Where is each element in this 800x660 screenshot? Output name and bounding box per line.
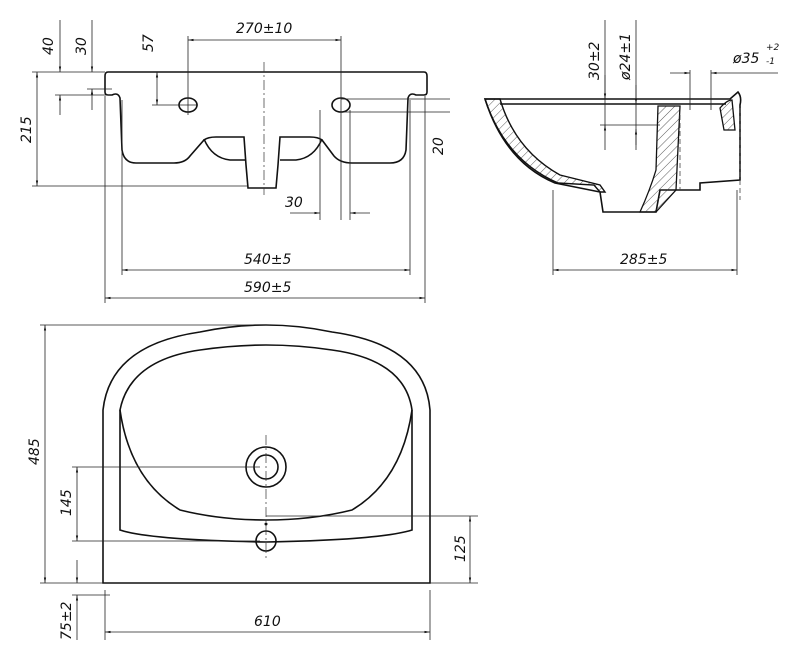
dim-30-2: 30±2 <box>587 41 603 80</box>
dim-inner-width: 540±5 <box>244 252 291 268</box>
dim-d24: ø24±1 <box>618 33 634 81</box>
front-view: 270±10 40 30 57 215 20 30 540±5 590±5 <box>19 20 450 303</box>
dim-hole-57: 57 <box>141 34 157 52</box>
dim-length: 485 <box>27 438 43 465</box>
dim-d35-tol-upper: +2 <box>766 43 780 53</box>
dim-145: 145 <box>59 489 75 516</box>
dim-d35: ø35 <box>732 51 759 67</box>
side-section-view: 30±2 ø24±1 ø35 +2 -1 285±5 <box>483 20 780 275</box>
dim-hole-spacing: 270±10 <box>236 21 292 37</box>
dim-125: 125 <box>453 535 469 562</box>
dim-d35-tol-lower: -1 <box>766 57 775 67</box>
dim-75: 75±2 <box>59 601 75 640</box>
dim-depth: 285±5 <box>620 252 667 268</box>
dim-width: 610 <box>254 614 281 630</box>
dim-30-bottom: 30 <box>285 195 303 211</box>
dim-outer-width: 590±5 <box>244 280 291 296</box>
dim-20: 20 <box>431 137 447 155</box>
dim-height: 215 <box>19 116 35 143</box>
dim-rim-40: 40 <box>41 37 57 55</box>
plan-view: 485 145 125 75±2 610 <box>27 324 478 640</box>
dim-rim-30: 30 <box>74 37 90 55</box>
